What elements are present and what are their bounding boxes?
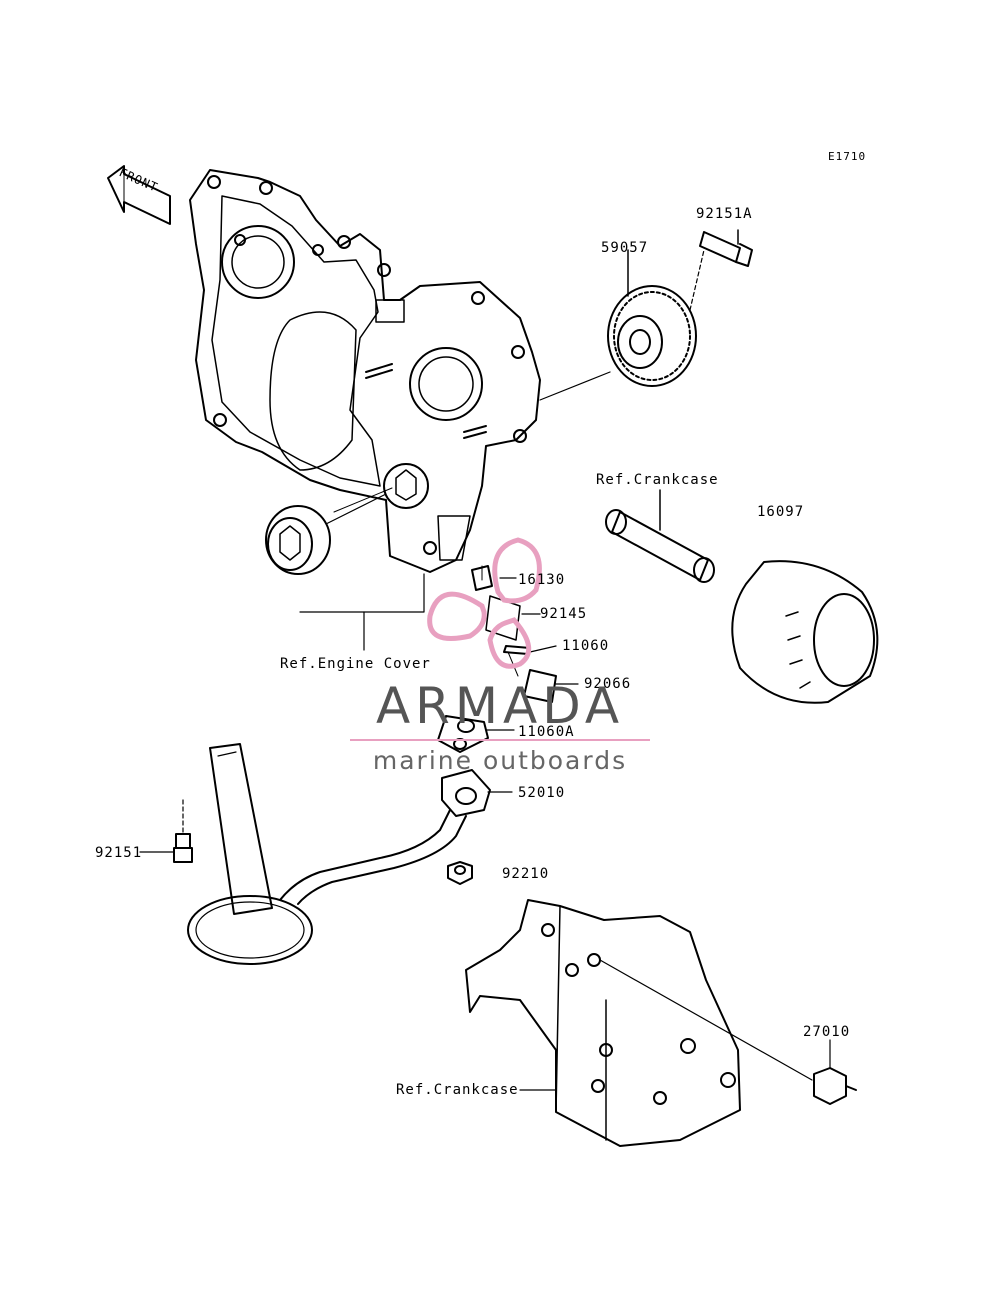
nut-92210-drawing <box>447 861 473 885</box>
part-label-92066[interactable]: 92066 <box>584 676 632 692</box>
part-label-92210[interactable]: 92210 <box>502 866 550 882</box>
ref-engine-cover-label: Ref.Engine Cover <box>280 656 431 672</box>
oil-filter-drawing <box>731 560 879 704</box>
part-label-92151[interactable]: 92151 <box>95 845 143 861</box>
engine-cover-leader <box>299 573 425 651</box>
crankcase-drawing <box>465 899 813 1147</box>
part-label-92151A[interactable]: 92151A <box>696 206 753 222</box>
oil-pressure-switch-drawing <box>813 1039 857 1105</box>
ref-crankcase-lower-label: Ref.Crankcase <box>396 1082 519 1098</box>
pump-rotor-drawing <box>265 493 387 575</box>
part-label-92145[interactable]: 92145 <box>540 606 588 622</box>
part-label-27010[interactable]: 27010 <box>803 1024 851 1040</box>
bolt-92151-drawing <box>139 799 193 863</box>
watermark-tagline: marine outboards <box>372 746 628 775</box>
ref-crankcase-label: Ref.Crankcase <box>596 472 719 488</box>
oil-strainer-drawing <box>187 743 513 965</box>
part-label-59057[interactable]: 59057 <box>601 240 649 256</box>
propeller-logo-icon <box>350 537 650 741</box>
engine-cover-drawing <box>189 169 541 573</box>
pump-gear-drawing <box>539 249 697 401</box>
diagram-code: E1710 <box>828 150 867 163</box>
part-label-11060A[interactable]: 11060A <box>518 724 575 740</box>
watermark-brand-name: ARMADA <box>375 677 625 735</box>
crankcase-pipe-drawing <box>605 489 715 583</box>
bolt-92151A-drawing <box>689 229 753 311</box>
part-label-16097[interactable]: 16097 <box>757 504 805 520</box>
part-label-11060[interactable]: 11060 <box>562 638 610 654</box>
part-label-52010[interactable]: 52010 <box>518 785 566 801</box>
part-label-16130[interactable]: 16130 <box>518 572 566 588</box>
front-arrow-icon <box>107 165 171 225</box>
assembly-line <box>333 487 393 513</box>
